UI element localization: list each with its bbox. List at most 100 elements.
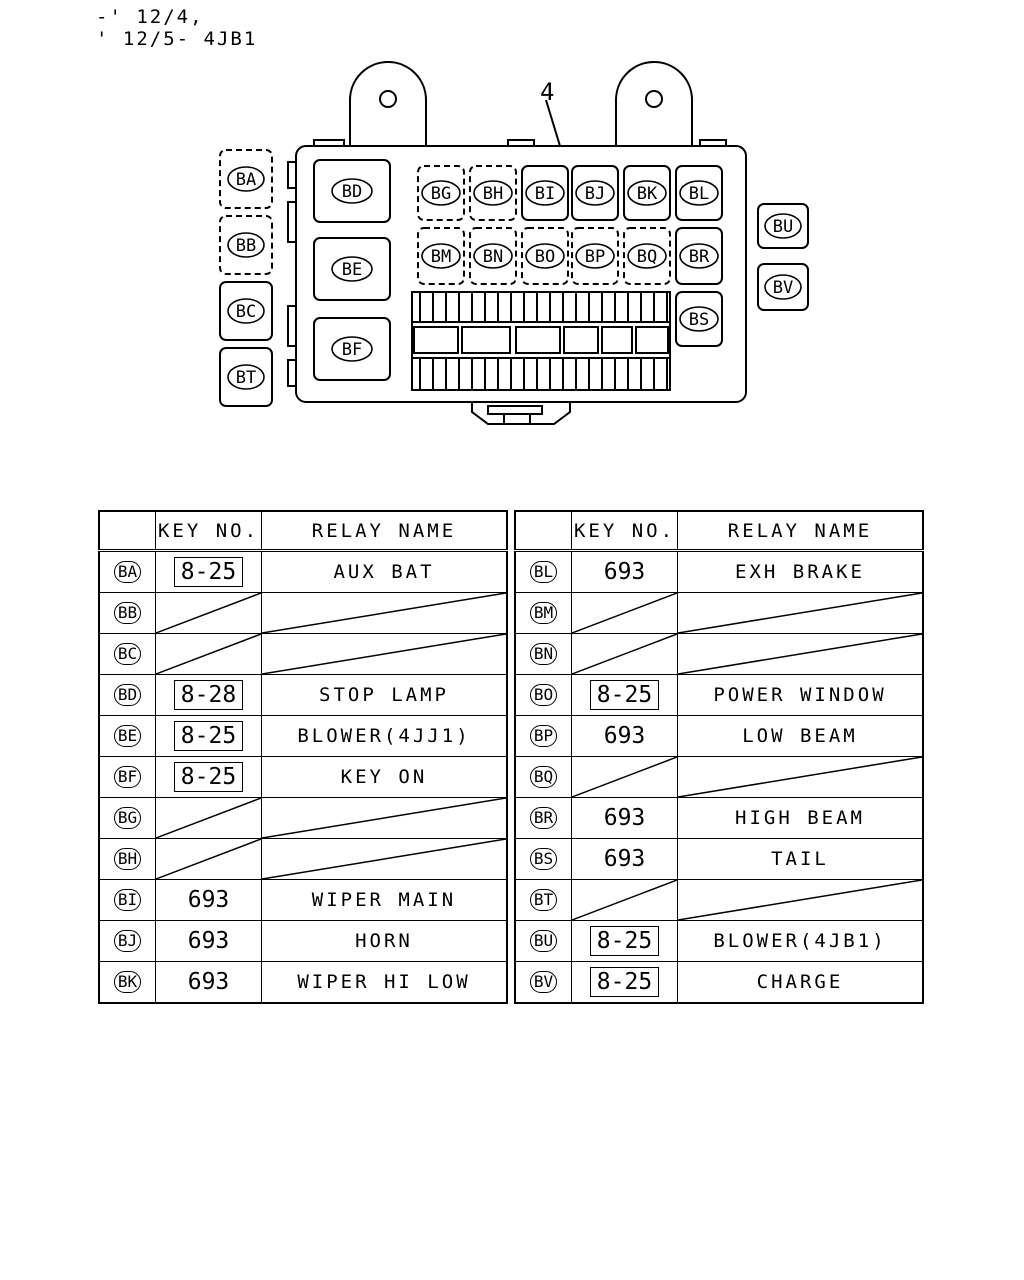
relay-code-tag: BO bbox=[529, 684, 558, 706]
blank-diagonal bbox=[156, 593, 261, 633]
blank-diagonal bbox=[678, 757, 922, 797]
right-mounting-tab bbox=[615, 61, 693, 146]
key-number: 693 bbox=[603, 805, 646, 831]
table-row: BM bbox=[514, 592, 924, 634]
relay-name-cell: EXH BRAKE bbox=[677, 550, 924, 593]
relay-label: BE bbox=[342, 260, 362, 280]
key-number: 693 bbox=[603, 559, 646, 585]
relay-name-cell bbox=[261, 633, 508, 675]
blank-diagonal bbox=[262, 798, 506, 838]
relay-name-cell bbox=[261, 592, 508, 634]
relay-name-cell: HORN bbox=[261, 920, 508, 962]
key-no-cell: 693 bbox=[571, 715, 678, 757]
key-no-cell bbox=[571, 756, 678, 798]
relay-code-tag: BI bbox=[113, 889, 142, 911]
relay-code-tag: BB bbox=[113, 602, 142, 624]
relay-bf: BF bbox=[313, 317, 391, 381]
relay-name: HORN bbox=[355, 930, 413, 952]
relay-code-tag: BT bbox=[529, 889, 558, 911]
relay-name-cell: CHARGE bbox=[677, 961, 924, 1004]
relay-name-cell: WIPER HI LOW bbox=[261, 961, 508, 1004]
relay-bl: BL bbox=[675, 165, 723, 221]
relay-code-tag: BS bbox=[529, 848, 558, 870]
table-row: BC bbox=[98, 633, 508, 675]
relay-bq: BQ bbox=[623, 227, 671, 285]
relay-code-cell: BJ bbox=[98, 920, 156, 962]
relay-code-tag: BA bbox=[113, 561, 142, 583]
relay-code-cell: BU bbox=[514, 920, 572, 962]
relay-label: BG bbox=[431, 184, 451, 204]
relay-bj: BJ bbox=[571, 165, 619, 221]
relay-label: BU bbox=[773, 217, 793, 237]
key-no-cell: 8-25 bbox=[155, 715, 262, 757]
key-no-cell: 8-25 bbox=[155, 756, 262, 798]
relay-name-cell bbox=[677, 756, 924, 798]
relay-name: POWER WINDOW bbox=[713, 684, 887, 706]
relay-code-tag: BP bbox=[529, 725, 558, 747]
relay-label: BC bbox=[236, 302, 256, 322]
relay-code-cell: BV bbox=[514, 961, 572, 1004]
blank-diagonal bbox=[262, 593, 506, 633]
relay-name: AUX BAT bbox=[333, 561, 435, 583]
relay-code-tag: BU bbox=[529, 930, 558, 952]
relay-code-tag: BH bbox=[113, 848, 142, 870]
relay-bk: BK bbox=[623, 165, 671, 221]
table-row: BL 693 EXH BRAKE bbox=[514, 550, 924, 593]
relay-code-cell: BC bbox=[98, 633, 156, 675]
relay-code-cell: BF bbox=[98, 756, 156, 798]
relay-label: BV bbox=[773, 278, 793, 298]
relay-bn: BN bbox=[469, 227, 517, 285]
relay-name: BLOWER(4JJ1) bbox=[297, 725, 471, 747]
key-no-cell bbox=[155, 838, 262, 880]
relay-bt: BT bbox=[219, 347, 273, 407]
header-line-1: -' 12/4, bbox=[96, 6, 204, 28]
key-number: 8-28 bbox=[173, 680, 244, 710]
relay-code-tag: BG bbox=[113, 807, 142, 829]
key-number: 693 bbox=[187, 969, 230, 995]
relay-code-cell: BD bbox=[98, 674, 156, 716]
relay-name-cell: WIPER MAIN bbox=[261, 879, 508, 921]
relay-name: CHARGE bbox=[756, 971, 844, 993]
relay-label: BT bbox=[236, 368, 256, 388]
key-no-cell: 693 bbox=[571, 797, 678, 839]
key-no-cell: 693 bbox=[155, 920, 262, 962]
relay-bi: BI bbox=[521, 165, 569, 221]
key-number: 8-25 bbox=[589, 926, 660, 956]
relay-name: WIPER MAIN bbox=[311, 889, 457, 911]
relay-code-cell: BL bbox=[514, 550, 572, 593]
relay-label: BN bbox=[483, 247, 503, 267]
table-row: BN bbox=[514, 633, 924, 675]
relay-label: BL bbox=[689, 184, 709, 204]
key-no-cell bbox=[155, 633, 262, 675]
relay-bd: BD bbox=[313, 159, 391, 223]
relay-code-tag: BN bbox=[529, 643, 558, 665]
relay-name: EXH BRAKE bbox=[735, 561, 865, 583]
relay-bb: BB bbox=[219, 215, 273, 275]
relay-bc: BC bbox=[219, 281, 273, 341]
relay-code-cell: BI bbox=[98, 879, 156, 921]
relay-label: BA bbox=[236, 170, 256, 190]
relay-code-cell: BG bbox=[98, 797, 156, 839]
blank-diagonal bbox=[262, 839, 506, 879]
key-number: 8-25 bbox=[173, 762, 244, 792]
relay-name-cell bbox=[677, 879, 924, 921]
relay-bo: BO bbox=[521, 227, 569, 285]
key-number: 8-25 bbox=[173, 557, 244, 587]
relay-code-cell: BK bbox=[98, 961, 156, 1004]
blank-diagonal bbox=[262, 634, 506, 674]
relay-be: BE bbox=[313, 237, 391, 301]
relay-label: BO bbox=[535, 247, 555, 267]
table-row: BB bbox=[98, 592, 508, 634]
relay-name-cell bbox=[261, 838, 508, 880]
relay-name: WIPER HI LOW bbox=[297, 971, 471, 993]
relay-code-cell: BQ bbox=[514, 756, 572, 798]
relay-name-cell: AUX BAT bbox=[261, 550, 508, 593]
fuse-area bbox=[411, 291, 671, 391]
relay-label: BK bbox=[637, 184, 658, 204]
